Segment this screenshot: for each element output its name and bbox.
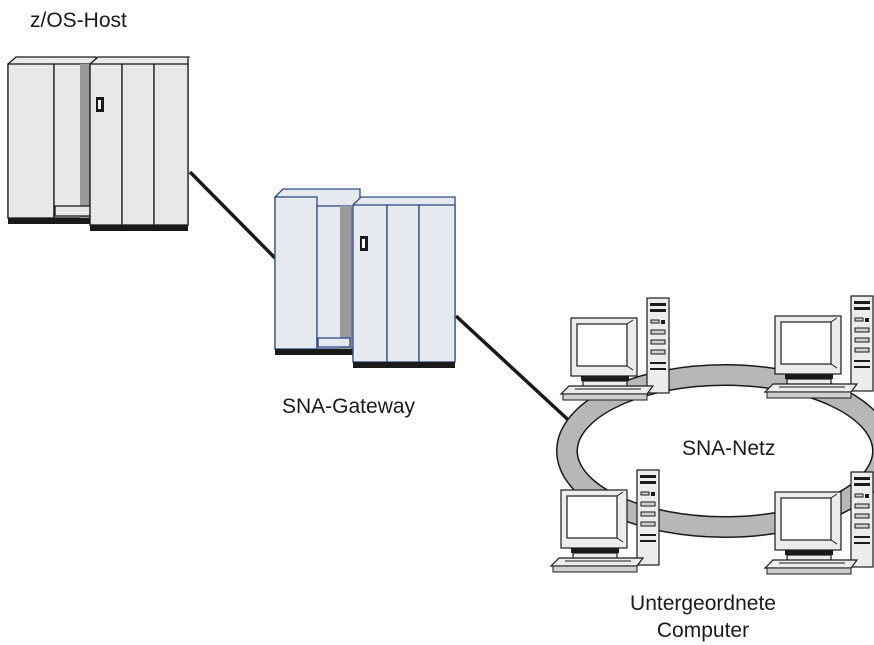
host-label: z/OS-Host [30, 9, 127, 32]
subordinate-computers-label: Untergeordnete Computer [608, 590, 798, 644]
host-gateway-link [188, 170, 277, 260]
network-label: SNA-Netz [682, 437, 776, 460]
subordinate-label-line1: Untergeordnete [630, 592, 776, 615]
gateway-mainframe-icon [274, 188, 456, 368]
workstation-icon [764, 471, 874, 575]
workstation-icon [560, 297, 670, 401]
workstation-icon [550, 469, 660, 573]
mainframe-icon [7, 56, 190, 231]
gateway-label: SNA-Gateway [282, 395, 416, 418]
subordinate-label-line2: Computer [656, 619, 750, 642]
gateway-network-link [454, 314, 579, 430]
